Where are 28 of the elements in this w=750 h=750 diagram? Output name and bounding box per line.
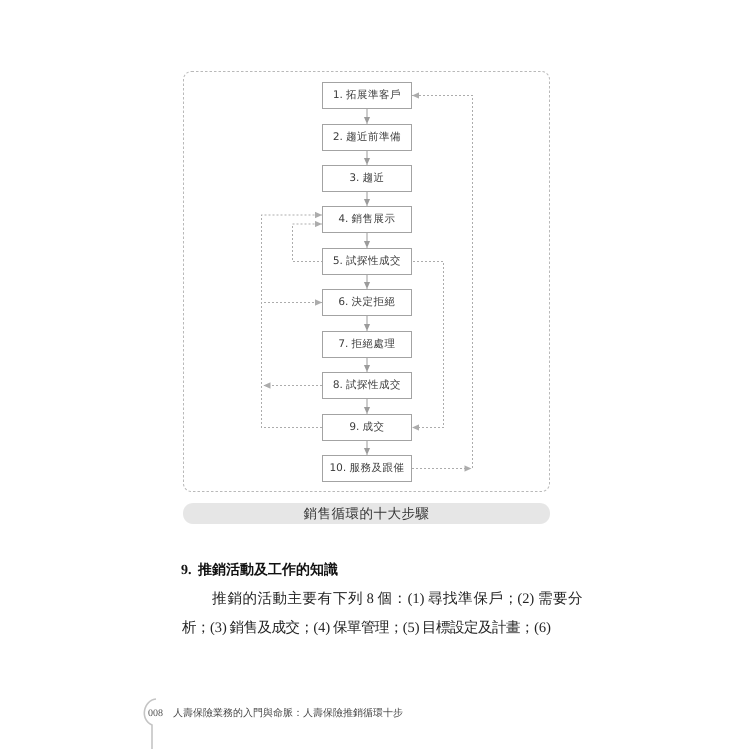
- body-paragraph: 推銷的活動主要有下列 8 個：(1) 尋找準保戶；(2) 需要分析；(3) 銷售及成交；(4) 保單管理；(5) 目標設定及計畫；(6): [182, 590, 582, 638]
- dashed-arrow: [261, 299, 322, 428]
- process-box: 2. 趨近前準備: [322, 124, 412, 151]
- page-number: 008: [148, 707, 163, 721]
- figure-caption: 銷售循環的十大步驟: [183, 503, 550, 524]
- arrow: [364, 358, 370, 372]
- arrow: [364, 440, 370, 456]
- section-heading: 9. 推銷活動及工作的知識: [181, 563, 338, 579]
- arrow: [364, 150, 370, 166]
- dashed-arrow: [292, 220, 322, 262]
- arrow: [364, 192, 370, 206]
- process-box: 3. 趨近: [322, 165, 412, 192]
- process-box: 8. 試探性成交: [322, 372, 412, 399]
- dashed-arrow: [412, 92, 473, 472]
- process-box: 1. 拓展準客戶: [322, 82, 412, 109]
- arrow: [364, 316, 370, 332]
- process-box: 10. 服務及跟催: [322, 455, 412, 482]
- arrow: [364, 108, 370, 124]
- process-box: 9. 成交: [322, 414, 412, 441]
- arrow: [364, 232, 370, 248]
- process-box: 5. 試探性成交: [322, 248, 412, 275]
- running-title: 人壽保險業務的入門與命脈：人壽保險推銷循環十步: [173, 707, 403, 721]
- process-box: 4. 銷售展示: [322, 206, 412, 233]
- dashed-arrow: [412, 261, 444, 431]
- process-box: 7. 拒絕處理: [322, 331, 412, 358]
- arrow: [364, 398, 370, 414]
- process-box: 6. 決定拒絕: [322, 289, 412, 316]
- arrow: [364, 274, 370, 290]
